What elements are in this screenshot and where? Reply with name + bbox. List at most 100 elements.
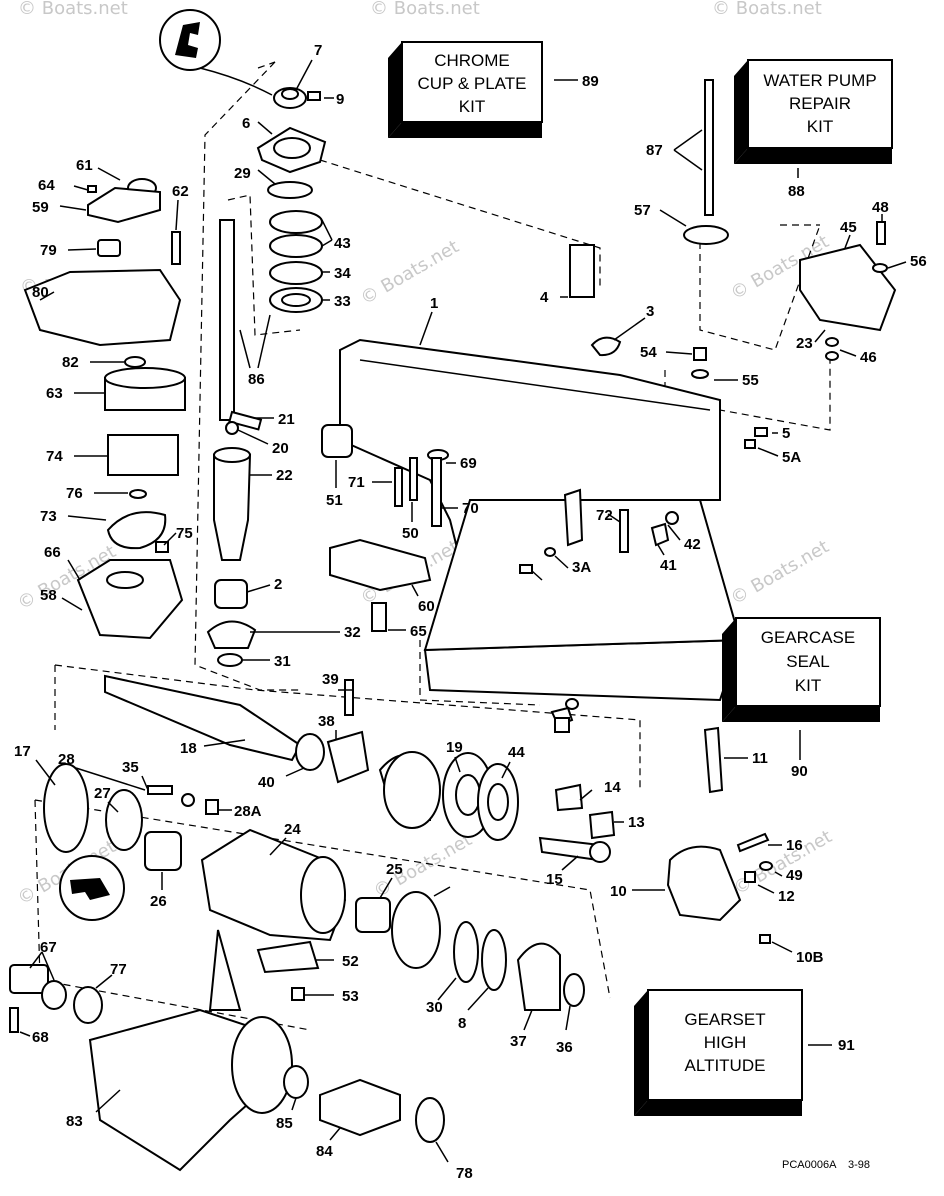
watermark: © Boats.net: [712, 0, 822, 19]
part-label: 80: [32, 284, 49, 301]
part-label: 13: [628, 814, 645, 831]
part-label: 76: [66, 485, 83, 502]
part-label: 84: [316, 1143, 333, 1160]
part-label: 83: [66, 1113, 83, 1130]
part-label: 9: [336, 91, 344, 108]
part-label: 21: [278, 411, 295, 428]
part-label: 23: [796, 335, 813, 352]
kit-title-line: HIGH: [704, 1033, 747, 1052]
part-label: 46: [860, 349, 877, 366]
watermark: © Boats.net: [18, 0, 128, 19]
part-label: 69: [460, 455, 477, 472]
part-label: 82: [62, 354, 79, 371]
part-label: 59: [32, 199, 49, 216]
kit-title-line: GEARSET: [684, 1010, 765, 1029]
part-label: 20: [272, 440, 289, 457]
part-label: 7: [314, 42, 322, 59]
kit-number: 88: [788, 183, 805, 200]
kit-title-line: CHROME: [434, 51, 510, 70]
kit-title-line: KIT: [795, 676, 821, 695]
part-label: 39: [322, 671, 339, 688]
watermark: © Boats.net: [727, 536, 833, 609]
part-label: 24: [284, 821, 301, 838]
part-label: 3: [646, 303, 654, 320]
part-label: 30: [426, 999, 443, 1016]
drawing-date: 3-98: [848, 1159, 870, 1171]
part-label: 40: [258, 774, 275, 791]
kit-box-chrome: CHROME CUP & PLATE KIT 89: [388, 41, 599, 138]
part-label: 32: [344, 624, 361, 641]
part-label: 1: [430, 295, 438, 312]
part-label: 28A: [234, 803, 262, 820]
part-label: 45: [840, 219, 857, 236]
kit-box-gearset: GEARSET HIGH ALTITUDE 91: [634, 989, 855, 1116]
kit-title-line: KIT: [459, 97, 485, 116]
part-label: 10B: [796, 949, 824, 966]
part-label: 38: [318, 713, 335, 730]
leader-lines: [19, 59, 907, 1163]
part-label: 65: [410, 623, 427, 640]
part-label: 5A: [782, 449, 801, 466]
dashed-assembly-outlines: [34, 61, 831, 1031]
part-label: 12: [778, 888, 795, 905]
part-label: 29: [234, 165, 251, 182]
part-label: 34: [334, 265, 351, 282]
kit-title-line: CUP & PLATE: [418, 74, 527, 93]
kit-title-line: REPAIR: [789, 94, 851, 113]
watermark: © Boats.net: [357, 236, 463, 309]
kit-title-line: GEARCASE: [761, 628, 855, 647]
part-number-labels: 7 9 6 29 43 34 33 86 21 20 22 2 32 31 61…: [14, 42, 927, 1182]
part-label: 86: [248, 371, 265, 388]
part-label: 54: [640, 344, 657, 361]
part-label: 87: [646, 142, 663, 159]
part-label: 6: [242, 115, 250, 132]
watermark: © Boats.net: [370, 0, 480, 19]
kit-title-line: KIT: [807, 117, 833, 136]
part-label: 25: [386, 861, 403, 878]
part-label: 3A: [572, 559, 591, 576]
part-label: 70: [462, 500, 479, 517]
part-label: 52: [342, 953, 359, 970]
part-label: 75: [176, 525, 193, 542]
part-label: 62: [172, 183, 189, 200]
kit-title-line: SEAL: [786, 652, 829, 671]
part-label: 64: [38, 177, 55, 194]
part-label: 79: [40, 242, 57, 259]
part-label: 36: [556, 1039, 573, 1056]
part-label: 18: [180, 740, 197, 757]
part-label: 41: [660, 557, 677, 574]
part-label: 71: [348, 474, 365, 491]
lube-point-icon: [175, 22, 200, 58]
kit-title-line: WATER PUMP: [763, 71, 876, 90]
part-label: 60: [418, 598, 435, 615]
part-label: 10: [610, 883, 627, 900]
part-label: 27: [94, 785, 111, 802]
part-label: 2: [274, 576, 282, 593]
part-label: 43: [334, 235, 351, 252]
part-label: 55: [742, 372, 759, 389]
part-label: 53: [342, 988, 359, 1005]
part-label: 78: [456, 1165, 473, 1182]
parts-artwork: [9, 9, 897, 1172]
part-label: 31: [274, 653, 291, 670]
part-label: 33: [334, 293, 351, 310]
part-label: 22: [276, 467, 293, 484]
part-label: 4: [540, 289, 549, 306]
part-label: 56: [910, 253, 927, 270]
part-label: 16: [786, 837, 803, 854]
kit-box-water-pump: WATER PUMP REPAIR KIT 88: [734, 59, 893, 200]
part-label: 72: [596, 507, 613, 524]
part-label: 85: [276, 1115, 293, 1132]
kit-number: 91: [838, 1037, 855, 1054]
kit-title-line: ALTITUDE: [685, 1056, 766, 1075]
part-label: 37: [510, 1033, 527, 1050]
part-label: 14: [604, 779, 621, 796]
kit-box-gearcase-seal: GEARCASE SEAL KIT 90: [722, 617, 881, 780]
part-label: 15: [546, 871, 563, 888]
part-label: 63: [46, 385, 63, 402]
part-label: 66: [44, 544, 61, 561]
drawing-code: PCA0006A: [782, 1159, 837, 1171]
part-label: 5: [782, 425, 790, 442]
part-label: 42: [684, 536, 701, 553]
